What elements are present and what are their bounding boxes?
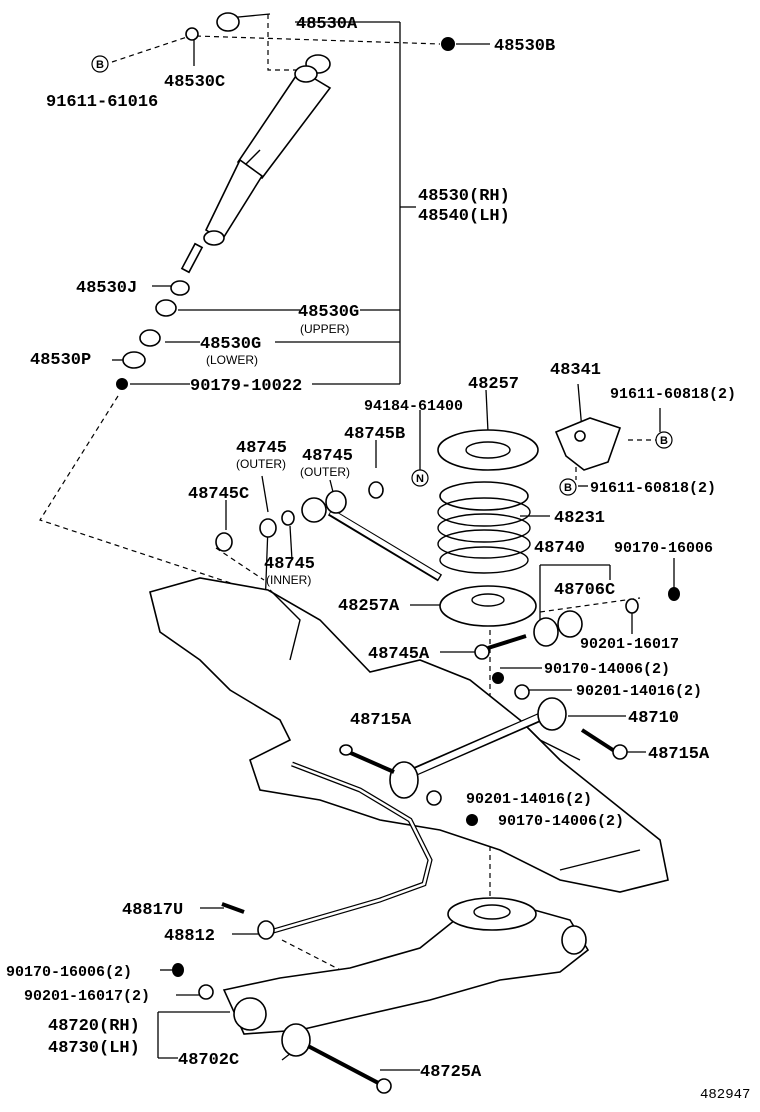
- label-90201-14016-b: 90201-14016(2): [466, 791, 592, 808]
- badge-b-right: B: [655, 431, 673, 449]
- label-48725A: 48725A: [420, 1063, 482, 1082]
- label-48740: 48740: [534, 539, 585, 558]
- label-48706C: 48706C: [554, 581, 615, 600]
- figure-number: 482947: [700, 1087, 750, 1103]
- note-upper: (UPPER): [300, 322, 349, 336]
- stabilizer-bar: [221, 761, 433, 940]
- badge-b-mid: B: [559, 478, 577, 496]
- lower-control-arm: [172, 897, 590, 1094]
- bracket-48341: [554, 417, 622, 471]
- upper-link: [215, 481, 443, 582]
- part-labels: 48530A 48530B 48530C 91611-61016 48530(R…: [6, 15, 750, 1103]
- label-48745C: 48745C: [188, 485, 249, 504]
- label-48341: 48341: [550, 361, 601, 380]
- label-48530C: 48530C: [164, 73, 225, 92]
- label-48745-outer2: 48745: [302, 447, 353, 466]
- label-48745-outer1: 48745: [236, 439, 287, 458]
- label-48530-rh: 48530(RH): [418, 187, 510, 206]
- svg-text:B: B: [660, 435, 668, 447]
- label-48530J: 48530J: [76, 279, 137, 298]
- note-lower: (LOWER): [206, 353, 258, 367]
- label-48720-rh: 48720(RH): [48, 1017, 140, 1036]
- label-91611-60818-a: 91611-60818(2): [610, 386, 736, 403]
- note-inner: (INNER): [266, 573, 311, 587]
- label-48530P: 48530P: [30, 351, 91, 370]
- axle-housing: [149, 577, 669, 893]
- label-48540-lh: 48540(LH): [418, 207, 510, 226]
- label-90179-10022: 90179-10022: [190, 377, 302, 396]
- label-90201-16017: 90201-16017: [580, 636, 679, 653]
- label-48745B: 48745B: [344, 425, 405, 444]
- svg-text:B: B: [564, 482, 572, 494]
- label-48817U: 48817U: [122, 901, 183, 920]
- badge-n: N: [411, 469, 429, 487]
- shock-absorber: [180, 54, 332, 274]
- svg-text:B: B: [96, 59, 104, 71]
- label-91611-61016: 91611-61016: [46, 93, 158, 112]
- label-90170-14006-a: 90170-14006(2): [544, 661, 670, 678]
- lateral-rod: [339, 634, 628, 826]
- leader-lines: [112, 13, 675, 1071]
- label-91611-60818-b: 91611-60818(2): [590, 480, 716, 497]
- label-90170-14006-b: 90170-14006(2): [498, 813, 624, 830]
- label-48257: 48257: [468, 375, 519, 394]
- label-48745A: 48745A: [368, 645, 430, 664]
- badge-b-top-left: B: [91, 55, 109, 73]
- label-48257A: 48257A: [338, 597, 400, 616]
- label-48231: 48231: [554, 509, 605, 528]
- svg-text:N: N: [416, 473, 424, 485]
- label-48730-lh: 48730(LH): [48, 1039, 140, 1058]
- bushing-48740: [533, 587, 680, 647]
- note-outer1: (OUTER): [236, 457, 286, 471]
- label-94184-61400: 94184-61400: [364, 398, 463, 415]
- label-90170-16006: 90170-16006: [614, 540, 713, 557]
- label-48530A: 48530A: [296, 15, 358, 34]
- label-48745-inner: 48745: [264, 555, 315, 574]
- note-outer2: (OUTER): [300, 465, 350, 479]
- label-48710: 48710: [628, 709, 679, 728]
- label-90201-14016-a: 90201-14016(2): [576, 683, 702, 700]
- label-48530G-lower: 48530G: [200, 335, 261, 354]
- label-48702C: 48702C: [178, 1051, 239, 1070]
- label-90201-16017-2: 90201-16017(2): [24, 988, 150, 1005]
- shock-hardware: [116, 12, 455, 390]
- label-90170-16006-2: 90170-16006(2): [6, 964, 132, 981]
- label-48812: 48812: [164, 927, 215, 946]
- label-48715A-top: 48715A: [350, 711, 412, 730]
- coil-spring: [437, 429, 539, 627]
- label-48530G-upper: 48530G: [298, 303, 359, 322]
- label-48530B: 48530B: [494, 37, 555, 56]
- label-48715A-right: 48715A: [648, 745, 710, 764]
